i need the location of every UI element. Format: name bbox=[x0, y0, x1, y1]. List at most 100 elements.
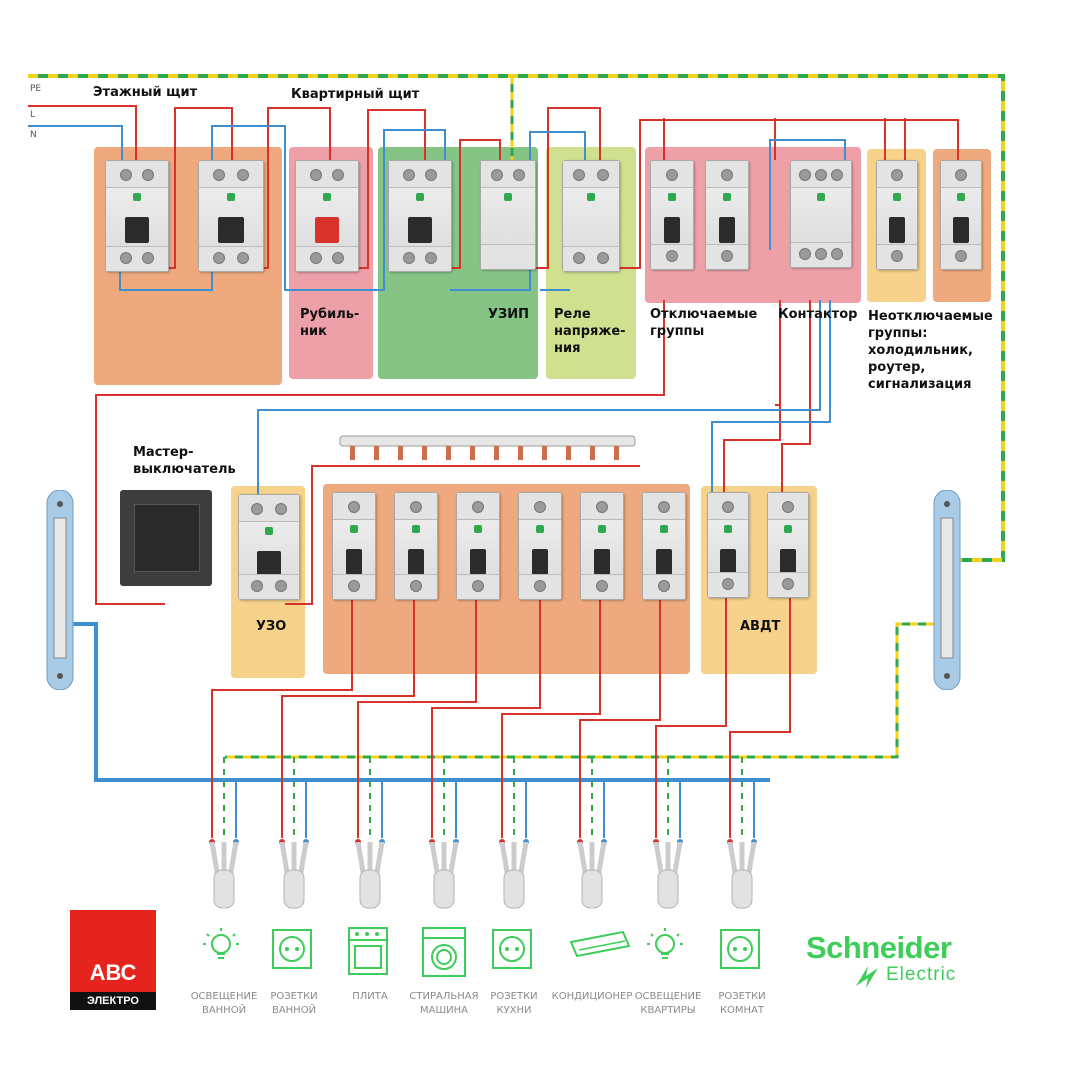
main-breaker bbox=[388, 160, 452, 272]
load-caption: ОСВЕЩЕНИЕ КВАРТИРЫ bbox=[634, 991, 702, 1016]
load-item: ОСВЕЩЕНИЕ ВАННОЙ bbox=[179, 922, 269, 1022]
neutral-busbar bbox=[46, 490, 74, 690]
group-breaker bbox=[642, 492, 686, 600]
group-phase-wire bbox=[281, 598, 415, 838]
load-item: РОЗЕТКИ ВАННОЙ bbox=[249, 922, 339, 1022]
comb-tooth bbox=[518, 446, 523, 460]
non-switchable-breaker-2 bbox=[940, 160, 982, 270]
load-caption: ОСВЕЩЕНИЕ ВАННОЙ bbox=[190, 991, 258, 1016]
group-phase-wire bbox=[211, 598, 353, 838]
cable-end bbox=[209, 842, 239, 909]
group-phase-wire bbox=[431, 598, 541, 838]
lamp-icon bbox=[647, 928, 683, 959]
stove-icon bbox=[348, 927, 388, 975]
load-caption: РОЗЕТКИ КОМНАТ bbox=[718, 991, 766, 1016]
group-phase-wire bbox=[357, 598, 477, 838]
label-apartment-panel: Квартирный щит bbox=[291, 87, 420, 102]
cable-end bbox=[727, 842, 757, 909]
group-breaker bbox=[518, 492, 562, 600]
group-phase-wire bbox=[729, 598, 791, 838]
group-phase-wire bbox=[579, 598, 661, 838]
cable-end bbox=[279, 842, 309, 909]
cable-end bbox=[499, 842, 529, 909]
group-breaker bbox=[456, 492, 500, 600]
lamp-icon bbox=[203, 928, 239, 959]
l-wire-input bbox=[28, 105, 137, 160]
load-caption: СТИРАЛЬНАЯ МАШИНА bbox=[409, 991, 479, 1016]
comb-tooth bbox=[470, 446, 475, 460]
label-non-switchable-groups: Неотключаемые группы: холодильник, роуте… bbox=[868, 309, 993, 392]
l-wire-lower bbox=[723, 300, 811, 500]
load-caption: ПЛИТА bbox=[352, 991, 388, 1002]
comb-tooth bbox=[446, 446, 451, 460]
cable-end bbox=[429, 842, 459, 909]
schneider-logo-text: Schneider bbox=[806, 930, 952, 965]
label-master-switch: Мастер- выключатель bbox=[133, 445, 236, 477]
pe-wire-main-stripe bbox=[28, 74, 1005, 562]
load-caption: РОЗЕТКИ КУХНИ bbox=[490, 991, 538, 1016]
load-item: РОЗЕТКИ КУХНИ bbox=[469, 922, 559, 1022]
switchable-breaker-2 bbox=[705, 160, 749, 270]
rcd-device bbox=[238, 494, 300, 600]
switch-disconnector-device bbox=[295, 160, 359, 272]
comb-tooth bbox=[614, 446, 619, 460]
comb-teeth bbox=[350, 446, 619, 460]
contactor-device bbox=[790, 160, 852, 268]
label-rcbo: АВДТ bbox=[740, 619, 781, 634]
label-contactor: Контактор bbox=[778, 307, 858, 322]
cable-end bbox=[355, 842, 385, 909]
outgoing-wires bbox=[209, 598, 791, 845]
floor-panel-breaker bbox=[105, 160, 169, 272]
comb-tooth bbox=[374, 446, 379, 460]
load-item: КОНДИЦИОНЕР bbox=[547, 922, 637, 1022]
socket-icon bbox=[272, 929, 312, 969]
group-breaker bbox=[394, 492, 438, 600]
abc-logo-subtext: ЭЛЕКТРО bbox=[70, 992, 156, 1010]
label-switchable-groups: Отключаемые группы bbox=[650, 307, 758, 339]
pe-wire-bottom-stripe bbox=[225, 622, 950, 759]
spd-device bbox=[480, 160, 536, 270]
comb-busbar bbox=[339, 435, 636, 447]
load-item: РОЗЕТКИ КОМНАТ bbox=[697, 922, 787, 1022]
label-voltage-relay: Реле напряже- ния bbox=[554, 307, 626, 356]
comb-tooth bbox=[422, 446, 427, 460]
label-floor-panel: Этажный щит bbox=[93, 85, 198, 100]
rcd-to-comb bbox=[285, 465, 640, 605]
load-caption: РОЗЕТКИ ВАННОЙ bbox=[270, 991, 318, 1016]
n-wire-input bbox=[28, 125, 123, 160]
rcbo-device-1 bbox=[707, 492, 749, 598]
contactor-n bbox=[769, 139, 846, 250]
n-wire-lower bbox=[257, 300, 831, 500]
socket-icon bbox=[720, 929, 760, 969]
rcbo-device-2 bbox=[767, 492, 809, 598]
socket-icon bbox=[492, 929, 532, 969]
wire-label-pe: PE bbox=[30, 84, 42, 94]
n-wire-chain bbox=[119, 125, 586, 291]
l-wire-chain bbox=[160, 107, 959, 269]
label-rcd: УЗО bbox=[256, 619, 287, 634]
washing-machine-icon bbox=[422, 927, 466, 977]
master-switch-wire bbox=[95, 300, 665, 605]
wire-label-l: L bbox=[30, 110, 36, 120]
comb-tooth bbox=[590, 446, 595, 460]
pe-busbar bbox=[933, 490, 961, 690]
non-switchable-breaker-1 bbox=[876, 160, 918, 270]
floor-panel-rcd bbox=[198, 160, 264, 272]
comb-tooth bbox=[398, 446, 403, 460]
label-spd: УЗИП bbox=[488, 307, 530, 322]
schneider-electric-logo: Schneider Electric bbox=[806, 930, 996, 990]
comb-tooth bbox=[350, 446, 355, 460]
zone-group-breakers bbox=[323, 484, 690, 674]
cable-end bbox=[577, 842, 607, 909]
wire-label-n: N bbox=[30, 130, 37, 140]
group-phase-wire bbox=[655, 598, 727, 838]
label-switch-disconnector: Рубиль- ник bbox=[300, 307, 360, 339]
load-item: СТИРАЛЬНАЯ МАШИНА bbox=[399, 922, 489, 1022]
abc-electro-logo: АВС ЭЛЕКТРО bbox=[70, 910, 156, 1010]
cable-end bbox=[653, 842, 683, 909]
group-breaker bbox=[580, 492, 624, 600]
schneider-emblem-icon bbox=[856, 966, 878, 988]
load-item: ОСВЕЩЕНИЕ КВАРТИРЫ bbox=[623, 922, 713, 1022]
